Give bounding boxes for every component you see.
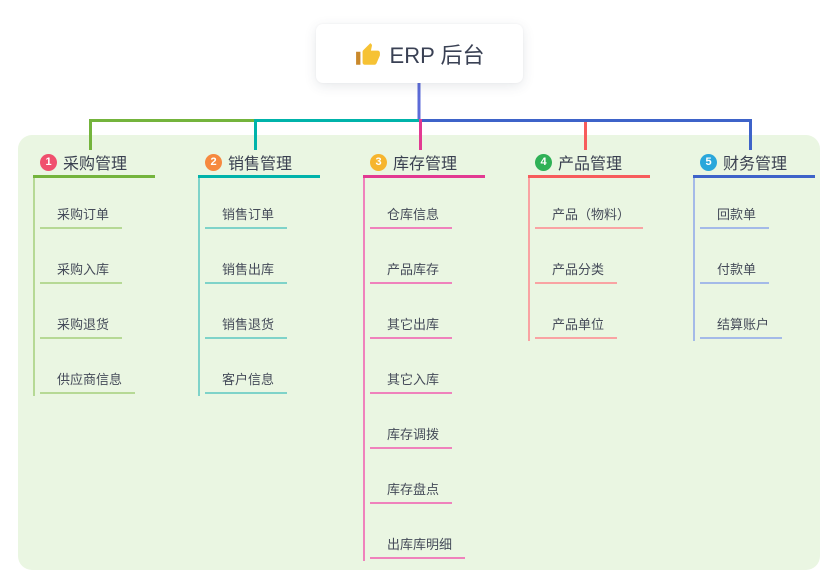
- branch-title-sales[interactable]: 2 销售管理: [198, 149, 320, 178]
- child-node[interactable]: 其它入库: [370, 367, 453, 394]
- branch-title-purchase[interactable]: 1 采购管理: [33, 149, 155, 178]
- branch-badge: 1: [40, 153, 57, 171]
- child-node[interactable]: 产品库存: [370, 257, 453, 284]
- branch-column-purchase: 1 采购管理 采购订单 采购入库 采购退货 供应商信息: [33, 0, 198, 588]
- branch-children-line: [33, 178, 35, 396]
- child-node[interactable]: 库存调拨: [370, 422, 453, 449]
- branch-title-product[interactable]: 4 产品管理: [528, 149, 650, 178]
- child-node[interactable]: 采购订单: [40, 202, 123, 229]
- branch-column-sales: 2 销售管理 销售订单 销售出库 销售退货 客户信息: [198, 0, 363, 588]
- branch-title-label: 产品管理: [558, 156, 623, 173]
- branch-title-label: 采购管理: [63, 156, 128, 173]
- child-node[interactable]: 仓库信息: [370, 202, 453, 229]
- root-label: ERP 后台: [389, 42, 485, 68]
- branch-column-inventory: 3 库存管理 仓库信息 产品库存 其它出库 其它入库 库存调拨 库存盘点 出库库…: [363, 0, 528, 588]
- branch-children-line: [363, 178, 365, 561]
- branch-badge: 4: [535, 153, 552, 171]
- branch-title-label: 销售管理: [228, 156, 293, 173]
- root-node[interactable]: ERP 后台: [316, 24, 523, 83]
- child-node[interactable]: 产品（物料）: [535, 202, 644, 229]
- child-node[interactable]: 销售订单: [205, 202, 288, 229]
- child-node[interactable]: 出库库明细: [370, 532, 466, 559]
- child-node[interactable]: 产品单位: [535, 312, 618, 339]
- child-node[interactable]: 采购退货: [40, 312, 123, 339]
- branch-column-finance: 5 财务管理 回款单 付款单 结算账户: [693, 0, 839, 588]
- child-node[interactable]: 回款单: [700, 202, 770, 229]
- branch-children-line: [528, 178, 530, 341]
- branch-badge: 5: [700, 153, 717, 171]
- child-node[interactable]: 结算账户: [700, 312, 783, 339]
- branch-title-finance[interactable]: 5 财务管理: [693, 149, 815, 178]
- child-node[interactable]: 供应商信息: [40, 367, 136, 394]
- child-node[interactable]: 付款单: [700, 257, 770, 284]
- child-node[interactable]: 库存盘点: [370, 477, 453, 504]
- child-node[interactable]: 客户信息: [205, 367, 288, 394]
- child-node[interactable]: 销售退货: [205, 312, 288, 339]
- branch-badge: 2: [205, 153, 222, 171]
- branch-column-product: 4 产品管理 产品（物料） 产品分类 产品单位: [528, 0, 693, 588]
- branch-badge: 3: [370, 153, 387, 171]
- branch-children-line: [198, 178, 200, 396]
- child-node[interactable]: 采购入库: [40, 257, 123, 284]
- mindmap-panel: [18, 135, 820, 570]
- branch-title-label: 库存管理: [393, 156, 458, 173]
- child-node[interactable]: 产品分类: [535, 257, 618, 284]
- branch-title-inventory[interactable]: 3 库存管理: [363, 149, 485, 178]
- child-node[interactable]: 其它出库: [370, 312, 453, 339]
- child-node[interactable]: 销售出库: [205, 257, 288, 284]
- thumbs-up-icon: [355, 42, 380, 65]
- branch-children-line: [693, 178, 695, 341]
- branch-title-label: 财务管理: [723, 156, 788, 173]
